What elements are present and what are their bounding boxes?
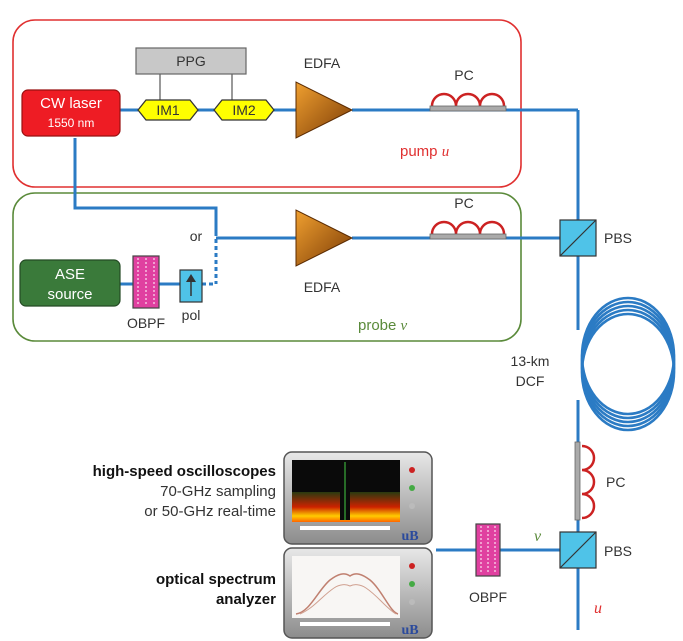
polarizer <box>179 269 203 303</box>
cw-laser-line1: CW laser <box>40 95 102 112</box>
osa-logo: uB <box>401 623 418 638</box>
pc-mid-label: PC <box>454 195 473 211</box>
fiber-laser-to-probe <box>73 138 218 232</box>
pc-top <box>429 92 507 112</box>
ppg-label: PPG <box>176 53 206 69</box>
cw-laser-line2: 1550 nm <box>48 116 95 130</box>
dcf-line1: 13-km <box>511 353 550 369</box>
dcf-coil <box>580 296 676 432</box>
edfa-top <box>295 81 354 139</box>
ase-source <box>19 259 121 307</box>
im2 <box>213 99 275 121</box>
ppg-box <box>135 47 247 75</box>
im2-label: IM2 <box>232 102 256 118</box>
pbs-bottom-label: PBS <box>604 543 632 559</box>
or-label: or <box>190 228 203 244</box>
obpf-probe-label: OBPF <box>127 315 165 331</box>
pbs-bottom <box>559 531 597 569</box>
im1 <box>137 99 199 121</box>
edfa-bottom <box>295 209 354 267</box>
probe-label: probe v <box>358 317 408 334</box>
probe-box <box>12 192 522 342</box>
oscilloscope-title: high-speed oscilloscopes <box>93 463 276 480</box>
pc-top-label: PC <box>454 67 473 83</box>
pc-mid <box>429 220 507 240</box>
obpf-out <box>475 523 501 577</box>
edfa-top-label: EDFA <box>304 55 341 71</box>
pump-box <box>12 19 522 188</box>
pc-vertical-label: PC <box>606 474 625 490</box>
output-u-label: u <box>594 600 602 617</box>
ase-line1: ASE <box>55 266 85 283</box>
oscilloscope-line2: 70-GHz sampling <box>160 483 276 500</box>
osa-instrument: uB <box>283 547 433 639</box>
edfa-bottom-label: EDFA <box>304 279 341 295</box>
cw-laser <box>21 89 121 137</box>
dcf-line2: DCF <box>516 373 545 389</box>
ase-line2: source <box>47 286 92 303</box>
oscilloscope-line3: or 50-GHz real-time <box>144 503 276 520</box>
pump-label: pump u <box>400 143 449 160</box>
im1-label: IM1 <box>156 102 180 118</box>
osa-line2: analyzer <box>216 591 276 608</box>
oscilloscope-logo: uB <box>401 529 418 544</box>
pbs-top <box>559 219 597 257</box>
obpf-out-label: OBPF <box>469 589 507 605</box>
oscilloscope-instrument: uB <box>283 451 433 545</box>
output-v-label: v <box>534 528 542 545</box>
pbs-top-label: PBS <box>604 230 632 246</box>
osa-line1: optical spectrum <box>156 571 276 588</box>
pc-vertical <box>574 441 596 521</box>
pol-label: pol <box>182 307 201 323</box>
obpf-probe <box>132 255 160 309</box>
